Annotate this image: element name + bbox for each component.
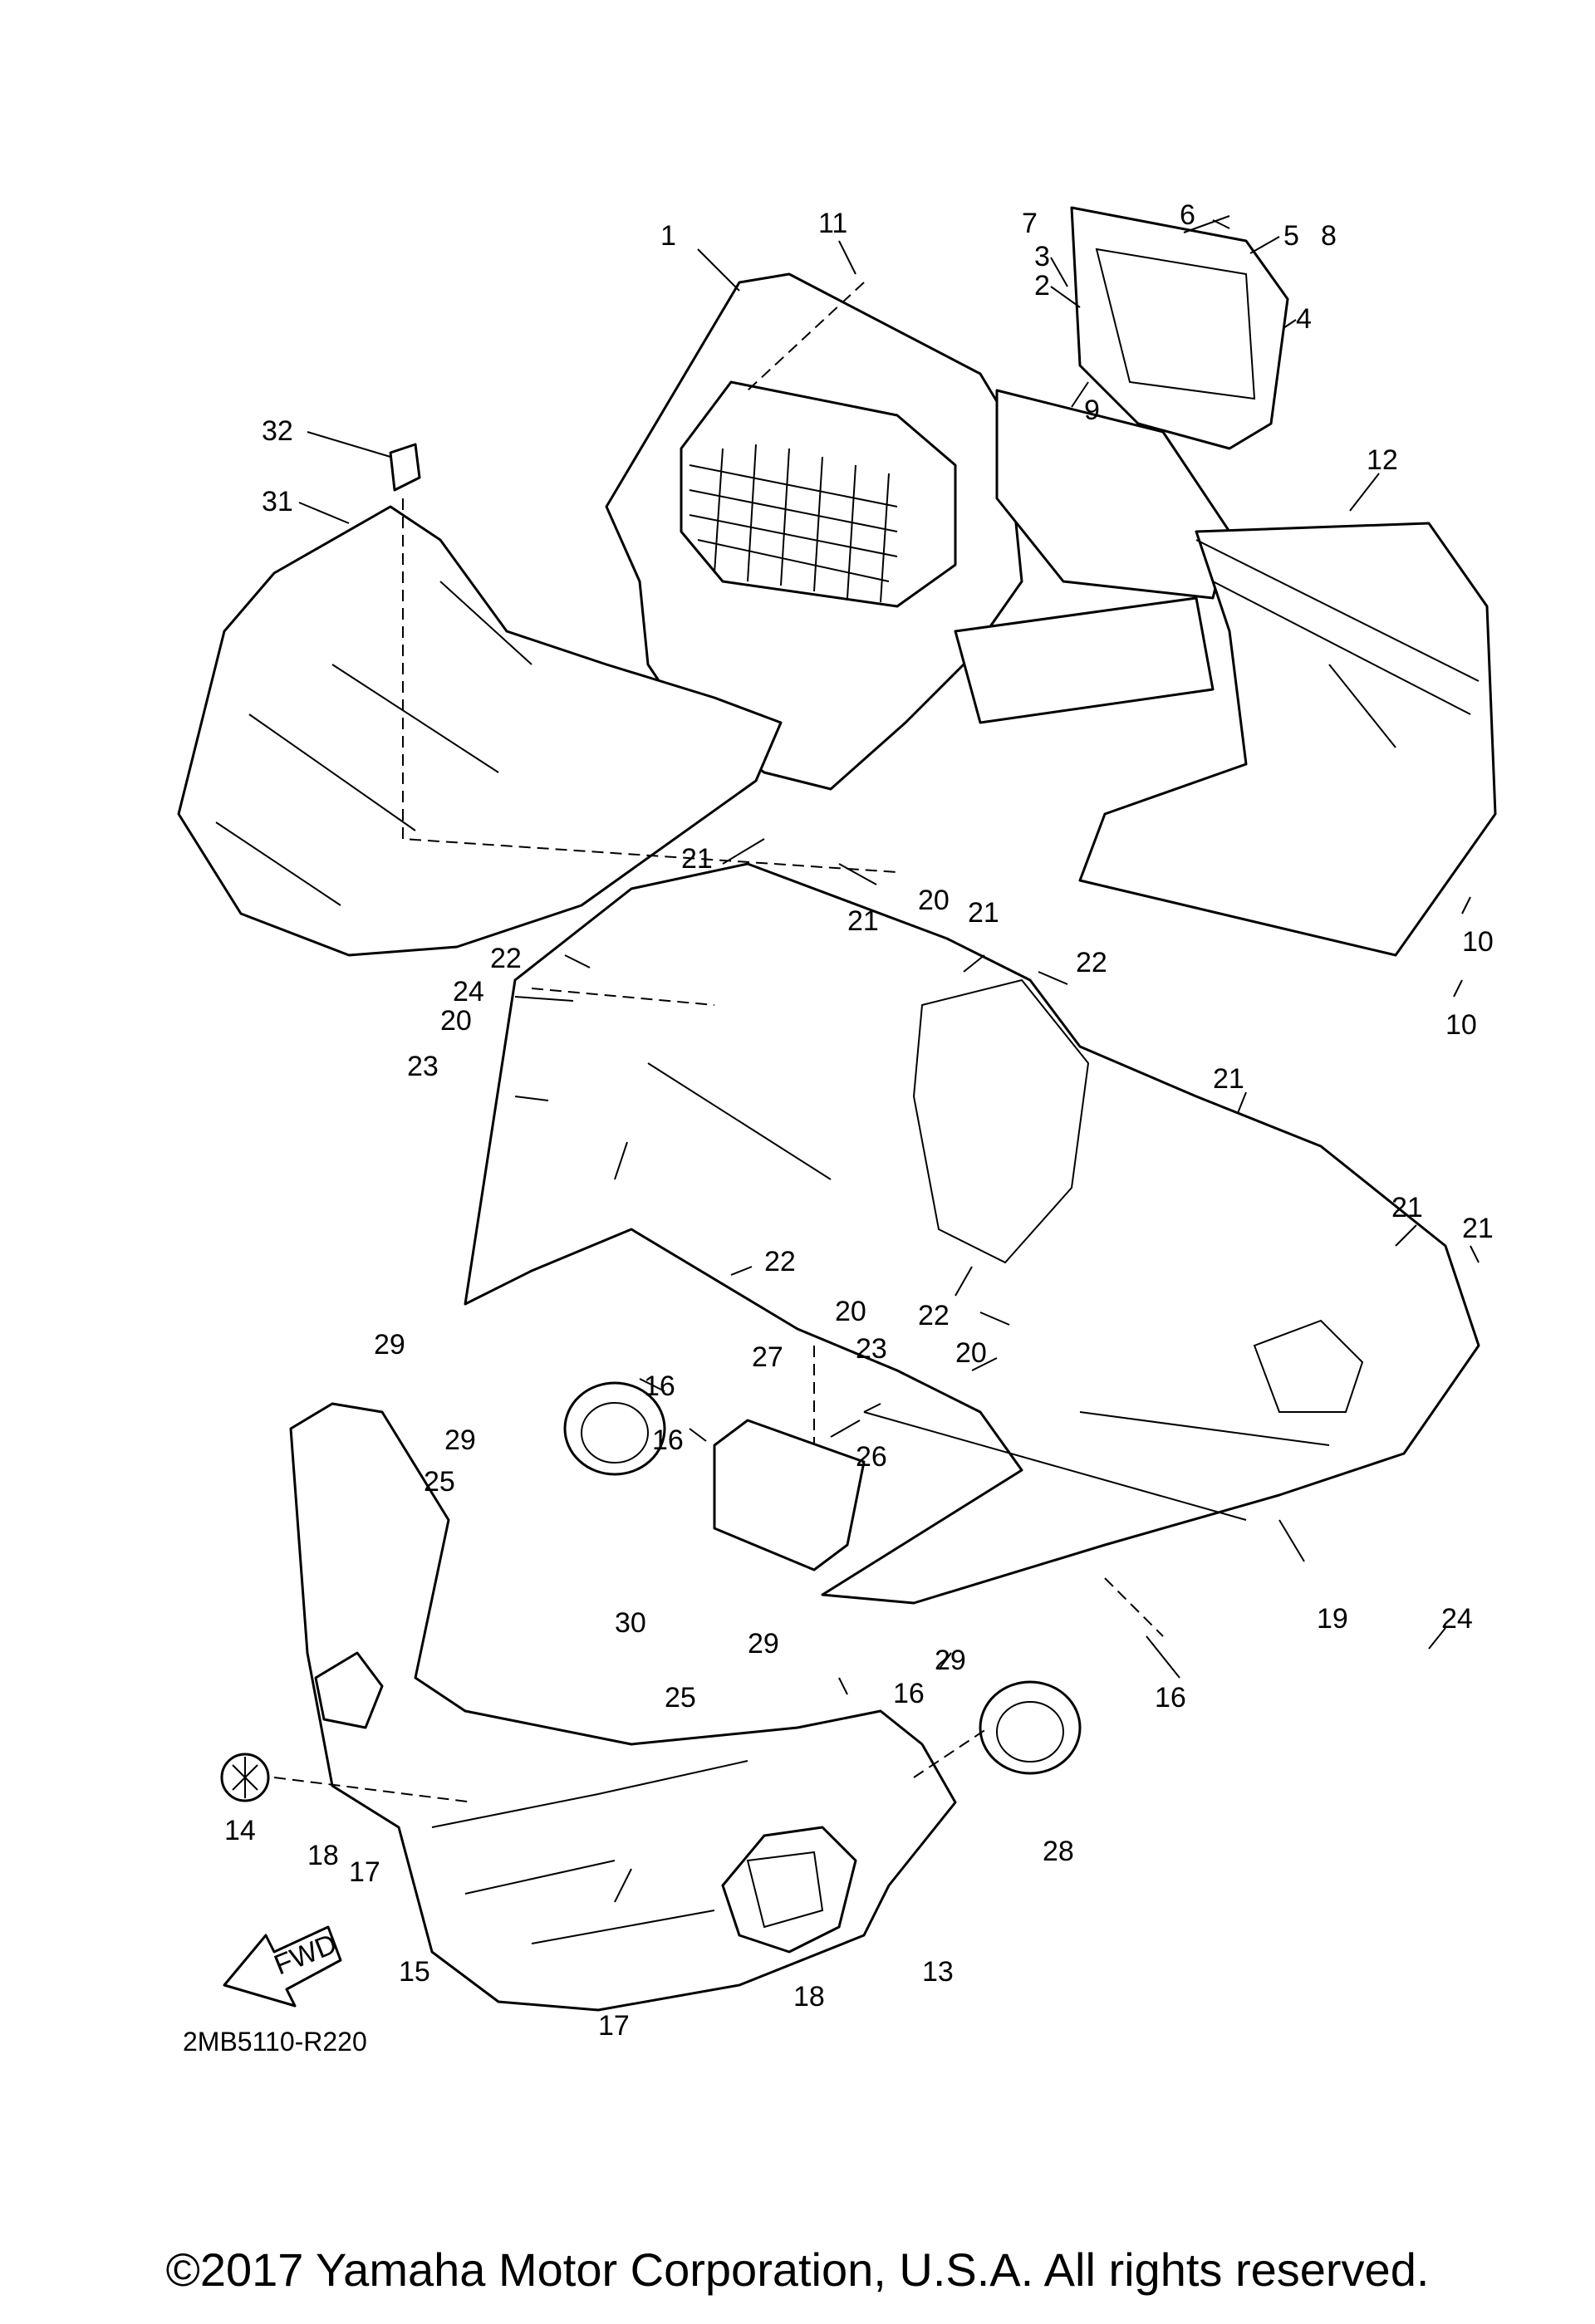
callout-21f: 21	[1462, 1213, 1494, 1244]
callout-21c: 21	[968, 897, 999, 929]
callout-22c: 22	[764, 1246, 796, 1277]
callout-19: 19	[1317, 1603, 1348, 1635]
fwd-arrow: FWD	[223, 1925, 342, 2008]
callout-29a: 29	[374, 1329, 405, 1361]
callout-18a: 18	[307, 1840, 339, 1871]
callout-20b: 20	[440, 1005, 472, 1037]
callout-12: 12	[1367, 444, 1398, 476]
callout-22a: 22	[490, 943, 522, 974]
part-storage-housing	[605, 272, 1497, 957]
part-emblem	[220, 1753, 270, 1802]
leader-lines	[298, 215, 1480, 1903]
part-ring-28	[979, 1680, 1082, 1775]
callout-25b: 25	[665, 1682, 696, 1714]
callout-25a: 25	[424, 1466, 455, 1498]
callout-11: 11	[818, 208, 847, 239]
callout-17b: 17	[598, 2010, 630, 2042]
reference-lines	[273, 282, 1164, 1803]
callout-4: 4	[1296, 303, 1312, 335]
callout-1: 1	[660, 220, 676, 252]
callout-16b: 16	[652, 1424, 684, 1456]
copyright-notice: ©2017 Yamaha Motor Corporation, U.S.A. A…	[165, 2243, 1430, 2296]
part-lid	[1070, 206, 1289, 450]
callout-10a: 10	[1462, 926, 1494, 958]
part-ring-30	[563, 1381, 666, 1476]
callout-20d: 20	[955, 1337, 987, 1369]
callout-27: 27	[752, 1341, 783, 1373]
callout-3: 3	[1034, 241, 1050, 272]
callout-29b: 29	[444, 1424, 476, 1456]
callout-15: 15	[399, 1956, 430, 1988]
callout-10b: 10	[1445, 1009, 1477, 1041]
callout-14: 14	[224, 1815, 256, 1846]
callout-30: 30	[615, 1607, 646, 1639]
callout-24a: 24	[453, 976, 484, 1008]
part-clip	[389, 443, 421, 492]
callout-24b: 24	[1441, 1603, 1473, 1635]
callout-labels: 1 2 3 4 5 6 7 8 9 10 10 11 12 13 14 15 1…	[224, 199, 1494, 2042]
callout-31: 31	[262, 486, 293, 517]
callout-13: 13	[922, 1956, 954, 1988]
callout-16c: 16	[893, 1678, 925, 1709]
callout-21a: 21	[681, 843, 713, 875]
callout-21b: 21	[847, 905, 879, 937]
callout-21d: 21	[1213, 1063, 1244, 1095]
callout-23b: 23	[856, 1333, 887, 1365]
callout-29d: 29	[935, 1645, 966, 1676]
callout-28: 28	[1043, 1836, 1074, 1867]
part-front-lower-cowl	[289, 1402, 957, 2012]
callout-2: 2	[1034, 270, 1050, 302]
callout-6: 6	[1180, 199, 1195, 231]
callout-29c: 29	[748, 1628, 779, 1660]
callout-5: 5	[1283, 220, 1299, 252]
callout-16a: 16	[644, 1370, 675, 1402]
callout-21e: 21	[1391, 1192, 1423, 1223]
callout-18b: 18	[793, 1981, 825, 2013]
callout-20c: 20	[835, 1296, 866, 1327]
callout-23a: 23	[407, 1051, 439, 1082]
callout-7: 7	[1022, 208, 1038, 239]
part-bracket	[713, 1419, 866, 1571]
callout-20a: 20	[918, 885, 950, 916]
callout-16d: 16	[1155, 1682, 1186, 1714]
part-side-cowl	[464, 862, 1480, 1605]
callout-32: 32	[262, 415, 293, 447]
diagram-code: 2MB5110-R220	[183, 2027, 367, 2057]
callout-9: 9	[1084, 395, 1100, 426]
callout-26: 26	[856, 1441, 887, 1473]
callout-22d: 22	[918, 1300, 950, 1331]
callout-17a: 17	[349, 1856, 380, 1888]
callout-22b: 22	[1076, 947, 1107, 978]
callout-8: 8	[1321, 220, 1337, 252]
part-front-top-panel	[177, 505, 783, 957]
